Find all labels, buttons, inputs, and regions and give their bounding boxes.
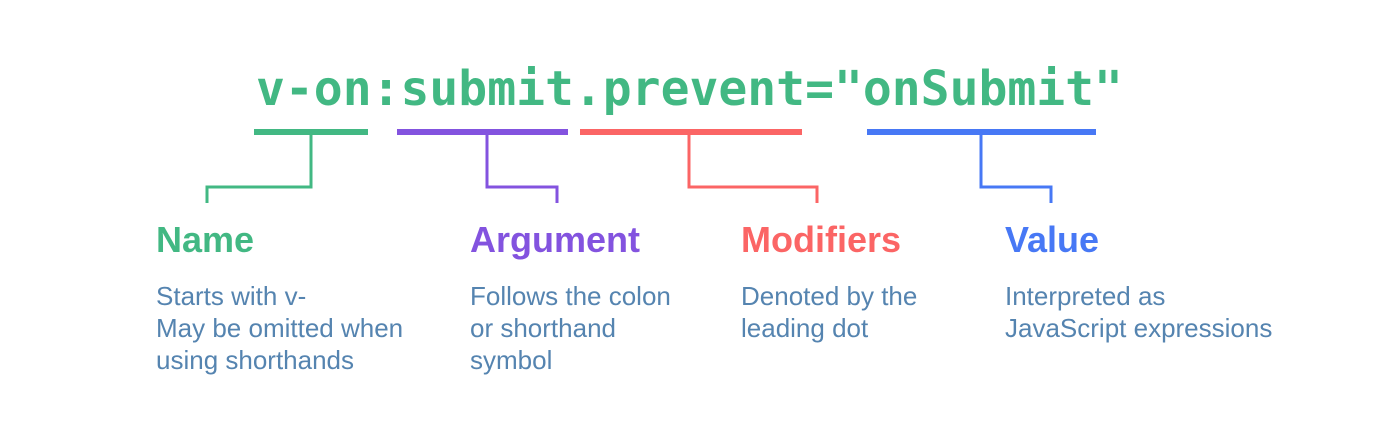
name-annotation: Name Starts with v- May be omitted when … <box>156 222 456 376</box>
value-annotation: Value Interpreted as JavaScript expressi… <box>1005 222 1335 344</box>
value-label: Value <box>1005 219 1100 260</box>
name-label: Name <box>156 219 255 260</box>
modifiers-connector <box>687 135 819 203</box>
name-underline <box>254 129 368 135</box>
value-description: Interpreted as JavaScript expressions <box>1005 281 1273 343</box>
modifiers-description: Denoted by the leading dot <box>741 281 918 343</box>
argument-annotation: Argument Follows the colon or shorthand … <box>470 222 750 376</box>
value-connector <box>979 135 1053 203</box>
argument-underline <box>397 129 568 135</box>
name-connector <box>205 135 313 203</box>
name-description: Starts with v- May be omitted when using… <box>156 281 404 375</box>
argument-label: Argument <box>470 219 640 260</box>
code-snippet: v-on:submit.prevent="onSubmit" <box>256 61 1123 117</box>
argument-description: Follows the colon or shorthand symbol <box>470 281 671 375</box>
argument-connector <box>485 135 559 203</box>
modifiers-underline <box>580 129 802 135</box>
modifiers-label: Modifiers <box>741 219 902 260</box>
value-underline <box>867 129 1096 135</box>
modifiers-annotation: Modifiers Denoted by the leading dot <box>741 222 981 344</box>
